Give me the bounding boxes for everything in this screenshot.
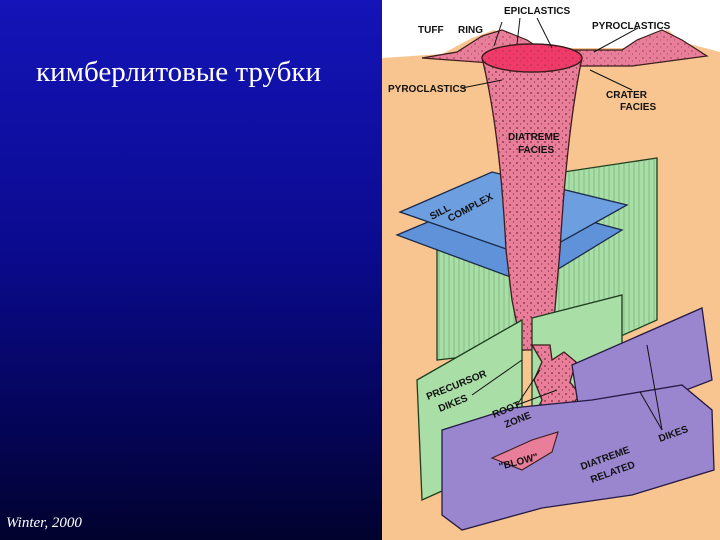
label-crater-facies: FACIES [620, 102, 656, 113]
label-epiclastics: EPICLASTICS [504, 6, 570, 17]
label-pyroclastics-left: PYROCLASTICS [388, 84, 467, 95]
label-diatreme: DIATREME [508, 132, 560, 143]
kimberlite-pipe-diagram: EPICLASTICS TUFF RING PYROCLASTICS PYROC… [382, 0, 720, 540]
label-pyroclastics-top: PYROCLASTICS [592, 21, 671, 32]
label-ring: RING [458, 25, 483, 36]
label-tuff: TUFF [418, 25, 444, 36]
label-crater: CRATER [606, 90, 648, 101]
image-credit: Winter, 2000 [6, 515, 82, 532]
slide-title: кимберлитовые трубки [36, 56, 321, 89]
slide-left-panel: кимберлитовые трубки Winter, 2000 [0, 0, 382, 540]
label-diatreme-facies: FACIES [518, 145, 554, 156]
